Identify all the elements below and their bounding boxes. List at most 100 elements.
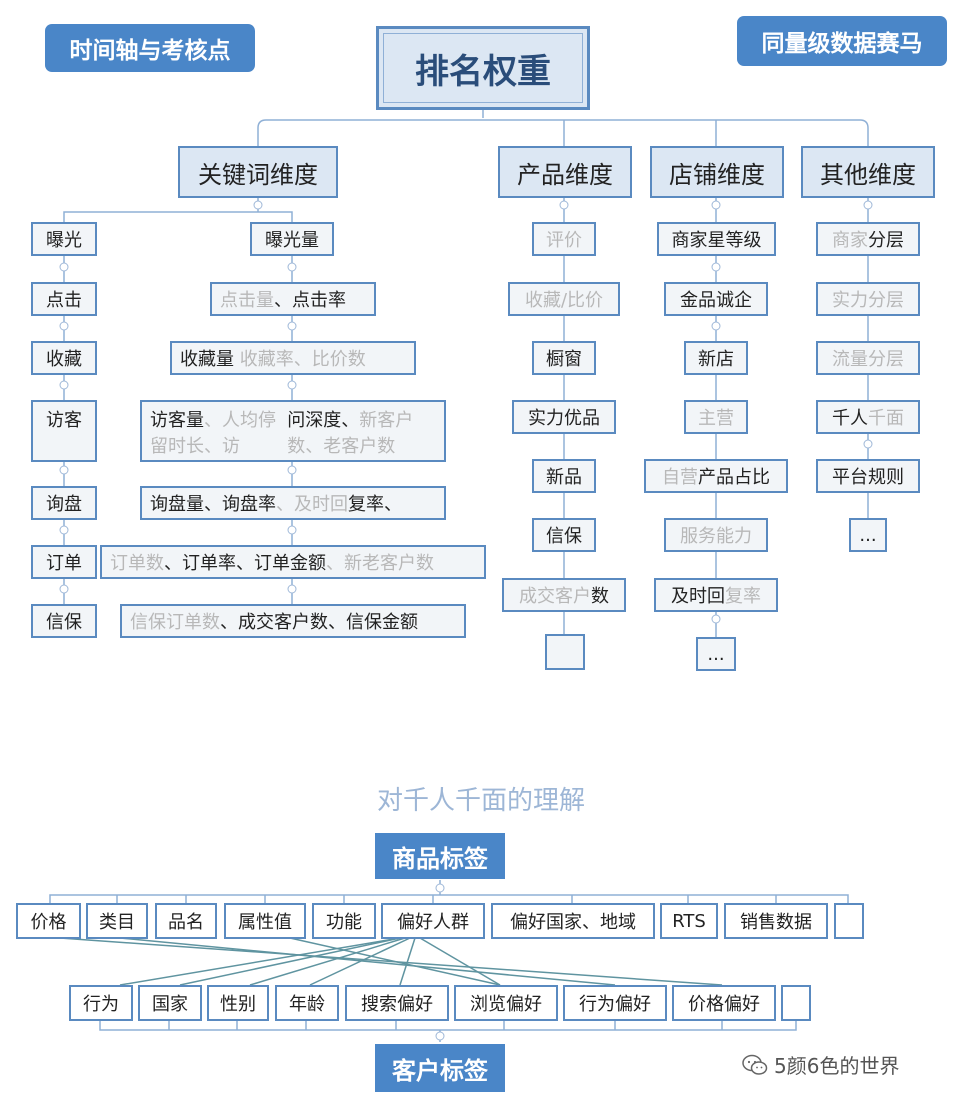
product-node-deal-customers[interactable]: 成交客户数	[502, 578, 626, 612]
metric-click-rate: 、点击率	[274, 290, 346, 311]
store-service-label: 服务能力	[680, 526, 752, 547]
metric-order-blurred-1: 订单数	[110, 553, 164, 574]
customer-label-search-pref[interactable]: 搜索偏好	[345, 985, 449, 1021]
store-reply-blurred: 复率	[725, 586, 761, 607]
product-label-name[interactable]: 品名	[155, 903, 217, 939]
product-node-empty[interactable]	[545, 634, 585, 670]
keyword-node-favorite[interactable]: 收藏	[31, 341, 97, 375]
dimension-keyword[interactable]: 关键词维度	[178, 146, 338, 198]
metric-click[interactable]: 点击量、点击率	[210, 282, 376, 316]
product-label-empty[interactable]	[834, 903, 864, 939]
product-label-preferred-group[interactable]: 偏好人群	[381, 903, 485, 939]
other-merchant-blurred: 商家	[832, 230, 868, 251]
product-label-rts[interactable]: RTS	[660, 903, 718, 939]
store-node-more[interactable]: ...	[696, 637, 736, 671]
customer-label-price-pref[interactable]: 价格偏好	[672, 985, 776, 1021]
product-label-preferred-country[interactable]: 偏好国家、地域	[491, 903, 655, 939]
product-label-attribute[interactable]: 属性值	[224, 903, 306, 939]
keyword-node-inquiry[interactable]: 询盘	[31, 486, 97, 520]
root-label: 排名权重	[415, 51, 551, 92]
other-tier-label: 分层	[868, 230, 904, 251]
customer-label-age[interactable]: 年龄	[275, 985, 339, 1021]
product-label-sales-data[interactable]: 销售数据	[724, 903, 828, 939]
keyword-node-visitor[interactable]: 访客	[31, 400, 97, 462]
root-node[interactable]: 排名权重	[376, 26, 590, 110]
other-node-traffic-tier[interactable]: 流量分层	[816, 341, 920, 375]
metric-trade-assurance[interactable]: 信保订单数、成交客户数、信保金额	[120, 604, 466, 638]
metric-assurance-values: 、成交客户数、信保金额	[220, 612, 418, 633]
other-personal-blurred: 千面	[868, 408, 904, 429]
product-label-function[interactable]: 功能	[312, 903, 376, 939]
metric-visitor-blurred-2: 新客户数、老客户数	[287, 410, 414, 457]
other-traffic-tier: 分层	[868, 349, 904, 370]
metric-inquiry-volume: 询盘量、询盘率	[150, 494, 276, 515]
product-node-showcase[interactable]: 橱窗	[532, 341, 596, 375]
other-node-more[interactable]: ...	[849, 518, 887, 552]
customer-label-empty[interactable]	[781, 985, 811, 1021]
product-node-review[interactable]: 评价	[532, 222, 596, 256]
store-node-new-store[interactable]: 新店	[684, 341, 748, 375]
store-node-self-product-ratio[interactable]: 自营产品占比	[644, 459, 788, 493]
metric-inquiry-reply: 复率、	[348, 494, 402, 515]
product-favorite-label: 收藏/比价	[524, 290, 604, 311]
customer-label-behavior[interactable]: 行为	[69, 985, 133, 1021]
customer-tag-header: 客户标签	[375, 1044, 505, 1092]
product-label-category[interactable]: 类目	[86, 903, 148, 939]
metric-favorite[interactable]: 收藏量 收藏率、比价数	[170, 341, 416, 375]
store-self-blurred: 自营	[662, 467, 698, 488]
keyword-node-click[interactable]: 点击	[31, 282, 97, 316]
metric-inquiry-blurred: 、及时回	[276, 494, 348, 515]
store-node-reply-rate[interactable]: 及时回复率	[654, 578, 778, 612]
other-node-platform-rules[interactable]: 平台规则	[816, 459, 920, 493]
bottom-section-title: 对千人千面的理解	[376, 786, 585, 816]
metric-visitor-depth: 问深度、	[287, 410, 360, 431]
customer-label-gender[interactable]: 性别	[207, 985, 269, 1021]
metric-order-blurred-2: 、新老客户数	[326, 553, 434, 574]
metric-click-blurred: 点击量	[220, 290, 274, 311]
metric-visitor[interactable]: 访客量、人均停留时长、访 问深度、新客户数、老客户数	[140, 400, 446, 462]
metric-inquiry[interactable]: 询盘量、询盘率、及时回复率、	[140, 486, 446, 520]
store-node-star-level[interactable]: 商家星等级	[657, 222, 776, 256]
metric-order[interactable]: 订单数、订单率、订单金额、新老客户数	[100, 545, 486, 579]
product-tag-header: 商品标签	[375, 833, 505, 879]
dimension-other[interactable]: 其他维度	[801, 146, 935, 198]
store-node-main-business[interactable]: 主营	[684, 400, 748, 434]
product-node-assurance[interactable]: 信保	[532, 518, 596, 552]
metric-favorite-volume: 收藏量	[180, 349, 234, 370]
customer-label-browse-pref[interactable]: 浏览偏好	[454, 985, 558, 1021]
other-personal-label: 千人	[832, 408, 868, 429]
other-node-strength-tier[interactable]: 实力分层	[816, 282, 920, 316]
product-review-label: 评价	[546, 230, 582, 251]
other-node-merchant-tier[interactable]: 商家分层	[816, 222, 920, 256]
metric-assurance-blurred: 信保订单数	[130, 612, 220, 633]
metric-visitor-line1: 访客量、人均停留时长、访	[150, 408, 287, 460]
customer-label-country[interactable]: 国家	[138, 985, 202, 1021]
keyword-node-exposure[interactable]: 曝光	[31, 222, 97, 256]
metric-favorite-blurred: 收藏率、比价数	[239, 349, 366, 370]
other-strength-label: 实力分层	[832, 290, 904, 311]
keyword-node-trade-assurance[interactable]: 信保	[31, 604, 97, 638]
metric-visitor-blurred-1: 、人均停留时长、访	[150, 410, 276, 457]
same-level-race-tag: 同量级数据赛马	[737, 16, 947, 66]
product-label-price[interactable]: 价格	[16, 903, 81, 939]
other-traffic-blurred: 流量	[832, 349, 868, 370]
store-node-gold-supplier[interactable]: 金品诚企	[664, 282, 768, 316]
product-deal-count: 数	[591, 586, 609, 607]
keyword-node-order[interactable]: 订单	[31, 545, 97, 579]
store-main-label: 主营	[698, 408, 734, 429]
dimension-store[interactable]: 店铺维度	[650, 146, 784, 198]
metric-visitor-volume: 访客量	[150, 410, 204, 431]
watermark: 5颜6色的世界	[742, 1050, 899, 1079]
dimension-product[interactable]: 产品维度	[498, 146, 632, 198]
watermark-text: 5颜6色的世界	[774, 1054, 900, 1078]
metric-visitor-line2: 问深度、新客户数、老客户数	[287, 408, 436, 460]
product-node-power-product[interactable]: 实力优品	[512, 400, 616, 434]
metric-order-rate: 、订单率、订单金额	[164, 553, 326, 574]
product-node-new-product[interactable]: 新品	[532, 459, 596, 493]
other-node-personalization[interactable]: 千人千面	[816, 400, 920, 434]
customer-label-behavior-pref[interactable]: 行为偏好	[563, 985, 667, 1021]
store-node-service-ability[interactable]: 服务能力	[664, 518, 768, 552]
metric-exposure-volume[interactable]: 曝光量	[250, 222, 334, 256]
product-node-favorite-compare[interactable]: 收藏/比价	[508, 282, 620, 316]
